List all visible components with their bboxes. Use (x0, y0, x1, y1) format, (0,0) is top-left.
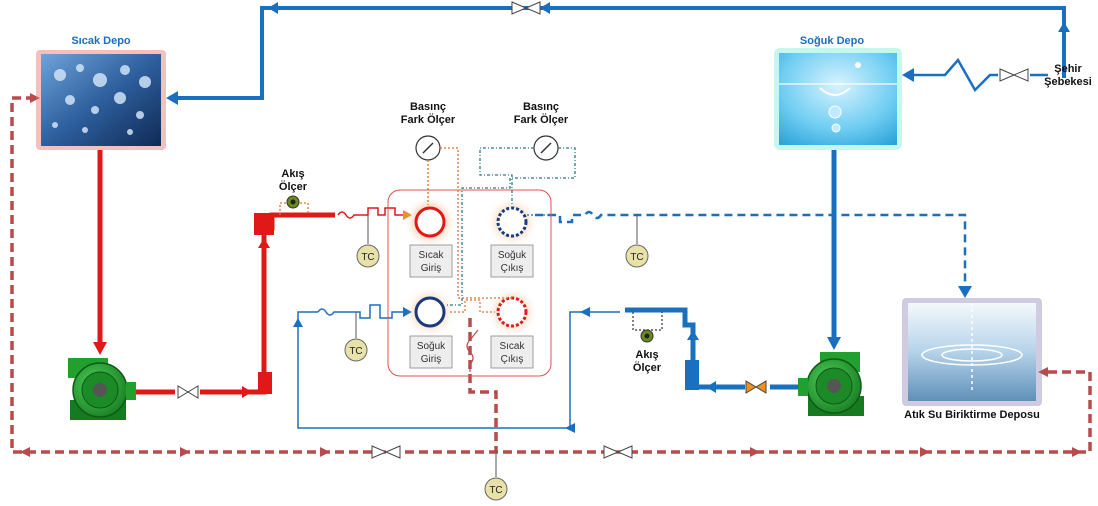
hot-fitting (258, 372, 272, 394)
cold-tank-label: Soğuk Depo (800, 35, 864, 47)
pressure-gauge-1-line1: Basınç (410, 101, 446, 113)
hot-valve (178, 386, 198, 398)
cold-fitting (685, 360, 699, 390)
cold-in-label-1: Soğuk (417, 341, 446, 352)
cold-pump (798, 352, 864, 416)
cold-valve (746, 381, 766, 393)
internal-crossing-lines (450, 300, 495, 312)
hot-inlet-arrow (403, 210, 412, 220)
waste-tank (902, 298, 1042, 406)
waste-tank-label: Atık Su Biriktirme Deposu (904, 409, 1040, 421)
hot-in-port (412, 204, 448, 240)
cold-in-label-2: Giriş (421, 354, 442, 365)
pressure-gauge-1 (416, 136, 440, 160)
city-to-cold-arrow (902, 68, 914, 82)
hot-out-port (494, 294, 530, 330)
city-supply-pipe (172, 8, 1064, 98)
cold-out-label-2: Çıkış (501, 263, 524, 274)
cold-inlet-squiggle (318, 305, 408, 318)
tc-cold-in-label: TC (349, 346, 362, 357)
gauge2-to-coldout (480, 148, 534, 205)
pressure-gauge-1-line2: Fark Ölçer (401, 113, 456, 126)
cold-pipe-arrow-up (687, 330, 699, 340)
cold-loop-arrow-up (293, 318, 303, 327)
city-supply-label-line2: Şebekesi (1044, 76, 1092, 88)
cold-out-port (494, 204, 530, 240)
cold-out-label-1: Soğuk (498, 250, 527, 261)
hot-pump (68, 358, 136, 420)
hot-out-label-2: Çıkış (501, 354, 524, 365)
hot-flowmeter-label-2: Ölçer (279, 180, 308, 193)
cold-pipe-arrow-left (706, 381, 716, 393)
cold-thin-return-arrow (580, 307, 590, 317)
cold-inlet-arrow (403, 307, 412, 317)
hot-pipe-arrow-up (258, 238, 270, 248)
hot-pipe-arrow-down (93, 342, 107, 355)
hot-in-label-1: Sıcak (418, 250, 444, 261)
pressure-gauge-2-line1: Basınç (523, 101, 559, 113)
hot-tank-label: Sıcak Depo (71, 35, 131, 47)
cold-in-port (412, 294, 448, 330)
hot-pipe-arrow-right (242, 386, 252, 398)
cold-flowmeter (641, 330, 653, 342)
hot-out-label-1: Sıcak (499, 341, 525, 352)
hot-flowmeter-label-1: Akış (281, 168, 304, 180)
pressure-gauge-2-line2: Fark Ölçer (514, 113, 569, 126)
cold-outlet-dashed (535, 212, 965, 290)
cold-flowmeter-label-2: Ölçer (633, 361, 662, 374)
pressure-gauge-2 (534, 136, 558, 160)
hot-in-label-2: Giriş (421, 263, 442, 274)
cold-pipe-arrow-down (827, 337, 841, 350)
top-valve (512, 2, 540, 14)
cold-flowmeter-branch (633, 312, 662, 330)
hot-tank (36, 50, 166, 150)
tc-cold-out-label: TC (630, 252, 643, 263)
city-supply-arrows (166, 2, 1070, 105)
cold-flowmeter-label-1: Akış (635, 349, 658, 361)
tc-hot-in-label: TC (361, 252, 374, 263)
cold-outlet-arrow-down (958, 286, 972, 298)
hot-inlet-squiggle (338, 208, 408, 218)
tc-drain-label: TC (489, 485, 502, 496)
hot-flowmeter (287, 196, 299, 208)
city-valve (1000, 69, 1028, 81)
hot-fitting-top (254, 213, 274, 235)
cold-tank (774, 48, 902, 150)
city-supply-label-line1: Şehir (1054, 63, 1082, 75)
cold-thin-return (570, 312, 620, 420)
